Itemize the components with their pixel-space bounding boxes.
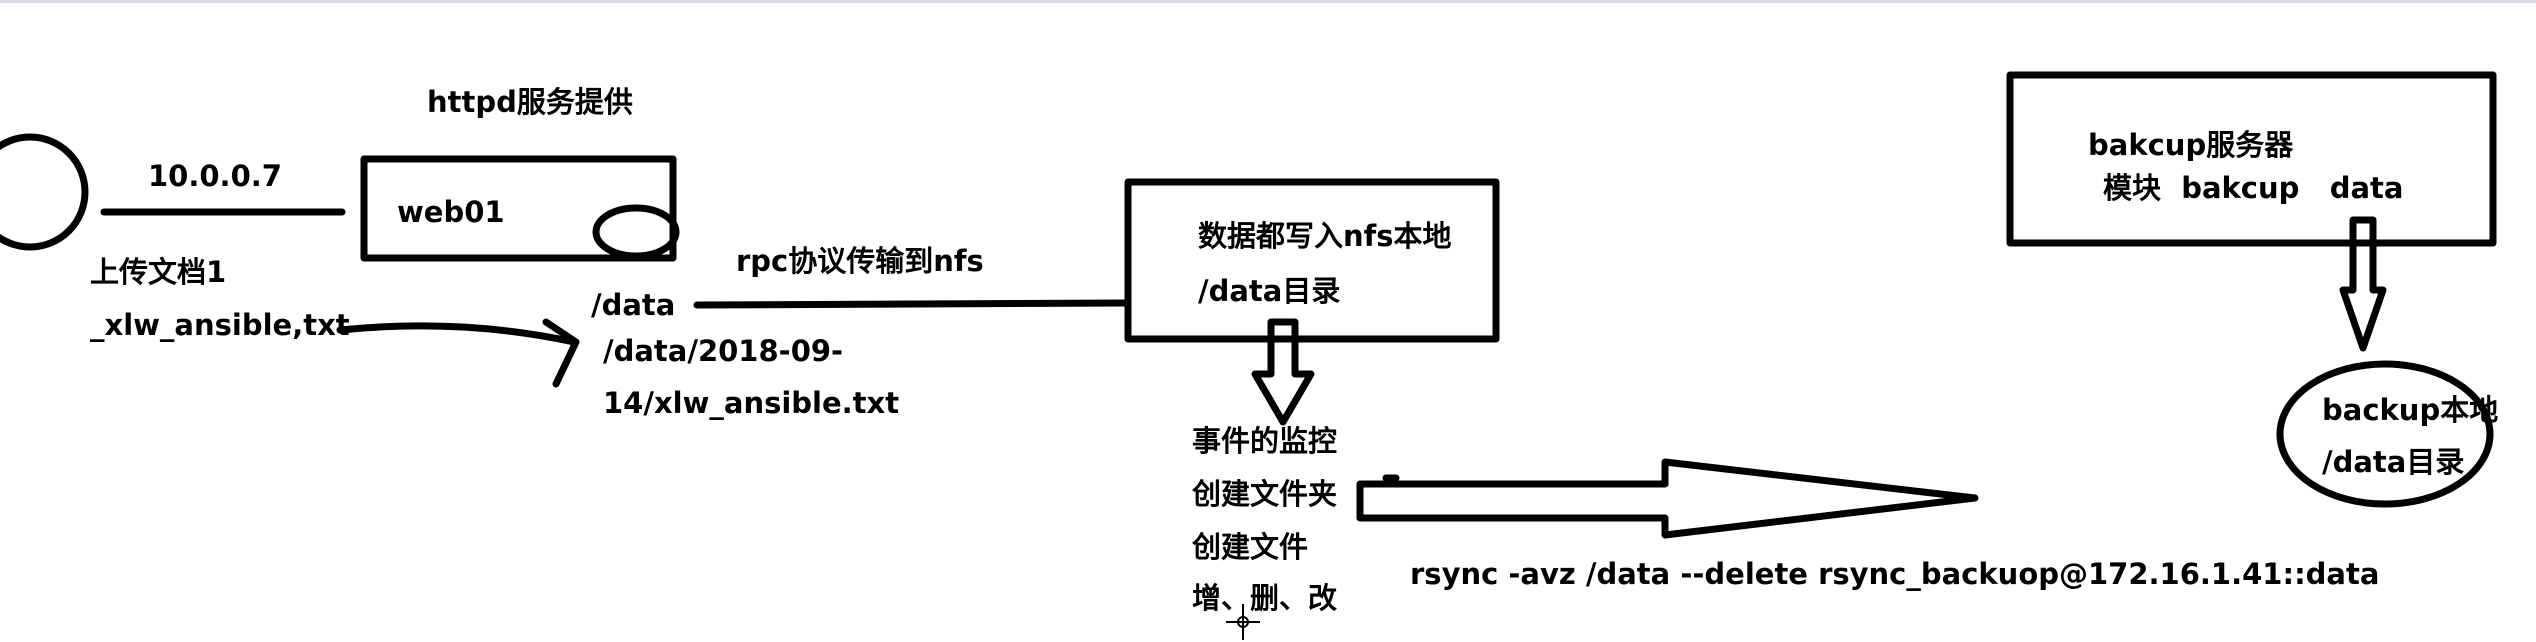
nfs-down-arrow [1251,318,1315,426]
rsync-command: rsync -avz /data --delete rsync_backuop@… [1410,557,2380,591]
web01-label: web01 [397,195,505,229]
upload-arrow-head [542,318,580,388]
upload-arrow-line [336,322,578,346]
file-path-line2: 14/xlw_ansible.txt [603,386,900,420]
top-border [0,0,2536,3]
nfs-label-line2: /data目录 [1198,274,1341,308]
nfs-label-line1: 数据都写入nfs本地 [1198,219,1452,253]
backup-server-box [2006,71,2497,247]
backup-local-line1: backup本地 [2322,393,2499,427]
rsync-arrow [1356,458,1979,539]
backup-local-line2: /data目录 [2322,445,2465,479]
event-item-3: 创建文件 [1192,530,1309,564]
event-item-4: 增、删、改 [1192,581,1338,615]
disk-icon [592,204,680,260]
data-path-label: /data [591,288,676,322]
backup-server-line1: bakcup服务器 [2088,128,2294,162]
backup-down-arrow [2339,216,2387,352]
httpd-title: httpd服务提供 [427,85,633,119]
file-path-line1: /data/2018-09- [603,334,844,368]
event-item-1: 事件的监控 [1192,424,1338,458]
backup-local-ellipse [2276,360,2494,508]
backup-server-line2: 模块 bakcup data [2103,171,2404,205]
rpc-label: rpc协议传输到nfs [736,244,984,278]
client-circle [0,133,89,251]
ip-label: 10.0.0.7 [148,159,282,193]
upload-label-line1: 上传文档1 [90,255,227,289]
web01-box [360,155,677,262]
event-item-2: 创建文件夹 [1192,477,1338,511]
rpc-link [693,299,1128,309]
nfs-box [1124,178,1500,343]
cursor-icon [1226,604,1260,640]
upload-label-line2: _xlw_ansible,txt [90,308,350,342]
